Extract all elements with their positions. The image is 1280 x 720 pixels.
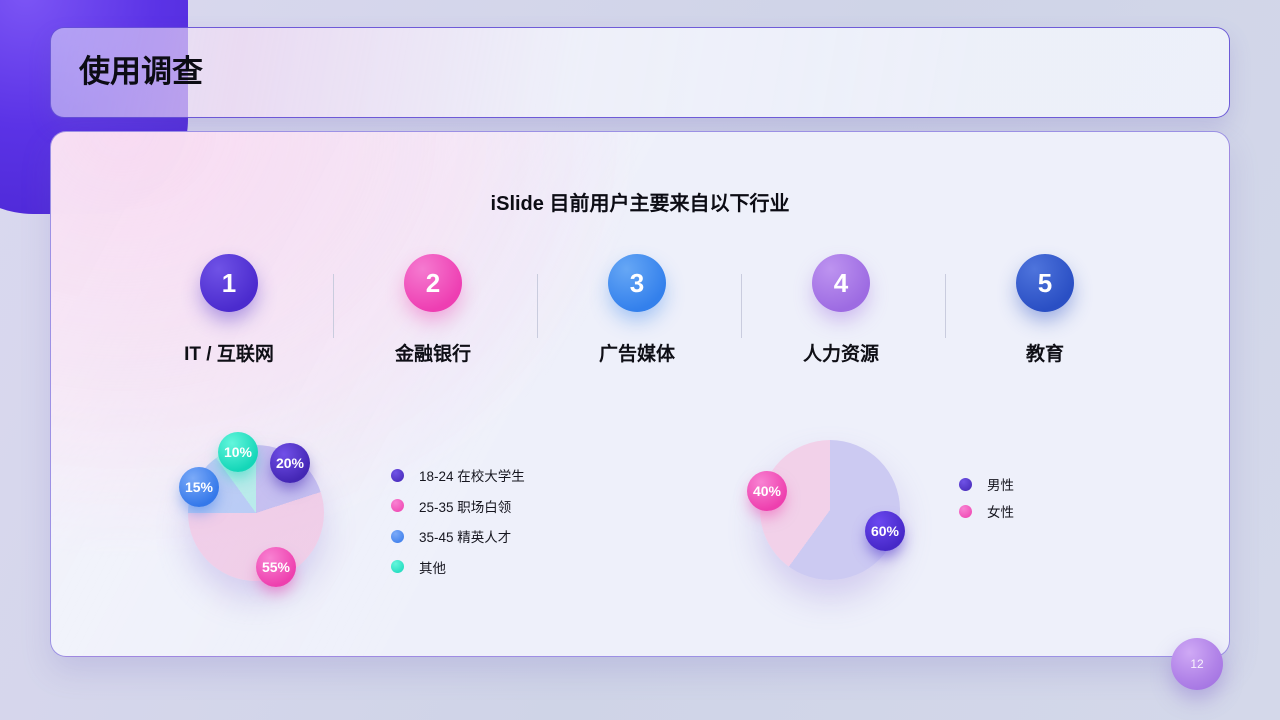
industry-item-hr: 4 人力资源 xyxy=(739,254,943,366)
industry-number-badge: 2 xyxy=(404,254,462,312)
industry-label: 金融银行 xyxy=(394,344,471,365)
legend-label: 男性 xyxy=(987,478,1014,493)
section-title: iSlide 目前用户主要来自以下行业 xyxy=(490,193,790,215)
page-title: 使用调查 xyxy=(79,54,203,89)
legend-label: 35-45 精英人才 xyxy=(419,530,512,545)
gender-legend: 男性 女性 xyxy=(959,477,1014,531)
page-number: 12 xyxy=(1190,657,1204,671)
industry-item-it: 1 IT / 互联网 xyxy=(127,254,331,366)
legend-label: 25-35 职场白领 xyxy=(419,499,512,515)
age-legend: 18-24 在校大学生 25-35 职场白领 35-45 精英人才 其他 xyxy=(391,468,525,590)
industry-item-finance: 2 金融银行 xyxy=(331,254,535,366)
legend-item: 女性 xyxy=(959,504,1014,520)
divider xyxy=(741,274,742,338)
gender-pie-label-60: 60% xyxy=(865,511,905,551)
industry-item-media: 3 广告媒体 xyxy=(535,254,739,366)
industry-number-badge: 4 xyxy=(812,254,870,312)
page-number-badge: 12 xyxy=(1171,638,1223,690)
industry-item-education: 5 教育 xyxy=(943,254,1147,366)
content-card: iSlide 目前用户主要来自以下行业 1 IT / 互联网 2 金融银行 3 … xyxy=(50,131,1230,657)
legend-label: 女性 xyxy=(987,505,1014,520)
industry-number-badge: 5 xyxy=(1016,254,1074,312)
industry-number: 3 xyxy=(629,267,645,298)
legend-label: 其他 xyxy=(419,560,446,576)
legend-item: 18-24 在校大学生 xyxy=(391,468,525,484)
legend-label: 18-24 在校大学生 xyxy=(419,469,525,484)
age-pie-label-20: 20% xyxy=(270,443,310,483)
age-pie-label-15: 15% xyxy=(179,467,219,507)
industry-number: 4 xyxy=(833,267,849,298)
gender-pie-chart xyxy=(760,440,900,580)
legend-dot-icon xyxy=(391,560,404,573)
legend-dot-icon xyxy=(391,529,404,543)
legend-dot-icon xyxy=(959,504,972,518)
legend-dot-icon xyxy=(391,499,404,512)
legend-dot-icon xyxy=(391,468,404,482)
legend-item: 35-45 精英人才 xyxy=(391,529,525,545)
industry-label: 广告媒体 xyxy=(598,344,675,365)
industry-number: 1 xyxy=(221,267,237,298)
divider xyxy=(537,274,538,338)
legend-item: 其他 xyxy=(391,560,525,576)
industry-label: IT / 互联网 xyxy=(184,344,274,365)
industry-number: 2 xyxy=(425,267,441,298)
legend-item: 男性 xyxy=(959,477,1014,493)
divider xyxy=(945,274,946,338)
age-pie-label-55: 55% xyxy=(256,547,296,587)
legend-item: 25-35 职场白领 xyxy=(391,499,525,515)
gender-pie-label-40: 40% xyxy=(747,471,787,511)
industry-label: 人力资源 xyxy=(802,344,879,365)
divider xyxy=(333,274,334,338)
legend-dot-icon xyxy=(959,477,972,491)
industry-label: 教育 xyxy=(1025,344,1064,365)
industry-number-badge: 3 xyxy=(608,254,666,312)
industries-row: 1 IT / 互联网 2 金融银行 3 广告媒体 4 人力资源 5 教育 xyxy=(127,254,1147,366)
industry-number: 5 xyxy=(1037,267,1053,298)
age-pie-label-10: 10% xyxy=(218,432,258,472)
header-card: 使用调查 xyxy=(50,27,1230,118)
industry-number-badge: 1 xyxy=(200,254,258,312)
